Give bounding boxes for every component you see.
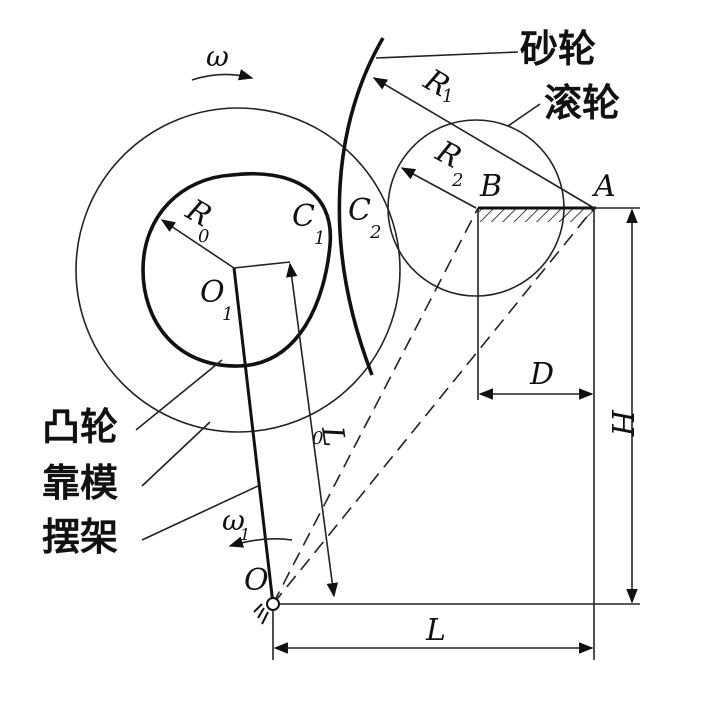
dashed-o-to-b: [272, 207, 479, 605]
grinding-wheel-arc: [337, 37, 385, 376]
symbol-a: A: [591, 169, 616, 204]
template-circle: [75, 107, 401, 433]
leader-grinding-wheel: [375, 51, 519, 59]
leader-roller: [507, 103, 541, 127]
symbol-omega1-sub: 1: [240, 525, 250, 544]
symbol-r1-sub: 1: [442, 86, 453, 107]
label-cam: 凸轮: [42, 405, 118, 449]
fixed-support-hatch: [478, 208, 594, 222]
leader-swing-frame: [141, 485, 259, 541]
r1-radius: [372, 77, 595, 209]
symbol-l: L: [425, 613, 446, 648]
dashed-o-to-a: [272, 207, 595, 605]
cam-profile: [141, 172, 333, 368]
swing-frame-arm: [232, 267, 275, 605]
symbol-o1: O: [200, 275, 225, 310]
symbol-c2-sub: 2: [369, 222, 381, 243]
symbol-l0: L: [314, 423, 352, 449]
symbol-d: D: [529, 357, 554, 392]
symbol-r2-sub: 2: [451, 170, 463, 191]
symbol-b: B: [479, 169, 502, 204]
symbol-omega: ω: [206, 40, 229, 73]
omega1-rotation-arrow: [228, 536, 293, 548]
symbol-c1: C: [292, 199, 315, 234]
label-swing-frame: 摆架: [42, 515, 118, 559]
o1-to-l0-top: [233, 261, 291, 269]
label-roller: 滚轮: [544, 81, 620, 125]
symbol-o: O: [244, 563, 269, 598]
symbol-h: H: [604, 409, 639, 437]
symbol-omega1: ω: [222, 504, 245, 537]
l0-dimension: [285, 262, 339, 598]
leader-cam: [135, 359, 223, 431]
symbol-o1-sub: 1: [222, 304, 233, 325]
pivot-o: [266, 597, 280, 611]
symbol-r0-sub: 0: [198, 226, 209, 247]
symbol-c2: C: [348, 193, 371, 228]
label-template: 靠模: [42, 461, 118, 505]
omega-rotation-arrow: [191, 69, 254, 81]
r2-radius: [400, 167, 477, 209]
symbol-c1-sub: 1: [314, 228, 325, 249]
r0-radius: [160, 219, 235, 269]
symbol-l0-sub: 0: [312, 428, 323, 449]
label-grinding-wheel: 砂轮: [520, 27, 596, 71]
pivot-ground: [253, 603, 269, 625]
leader-template: [141, 421, 211, 487]
